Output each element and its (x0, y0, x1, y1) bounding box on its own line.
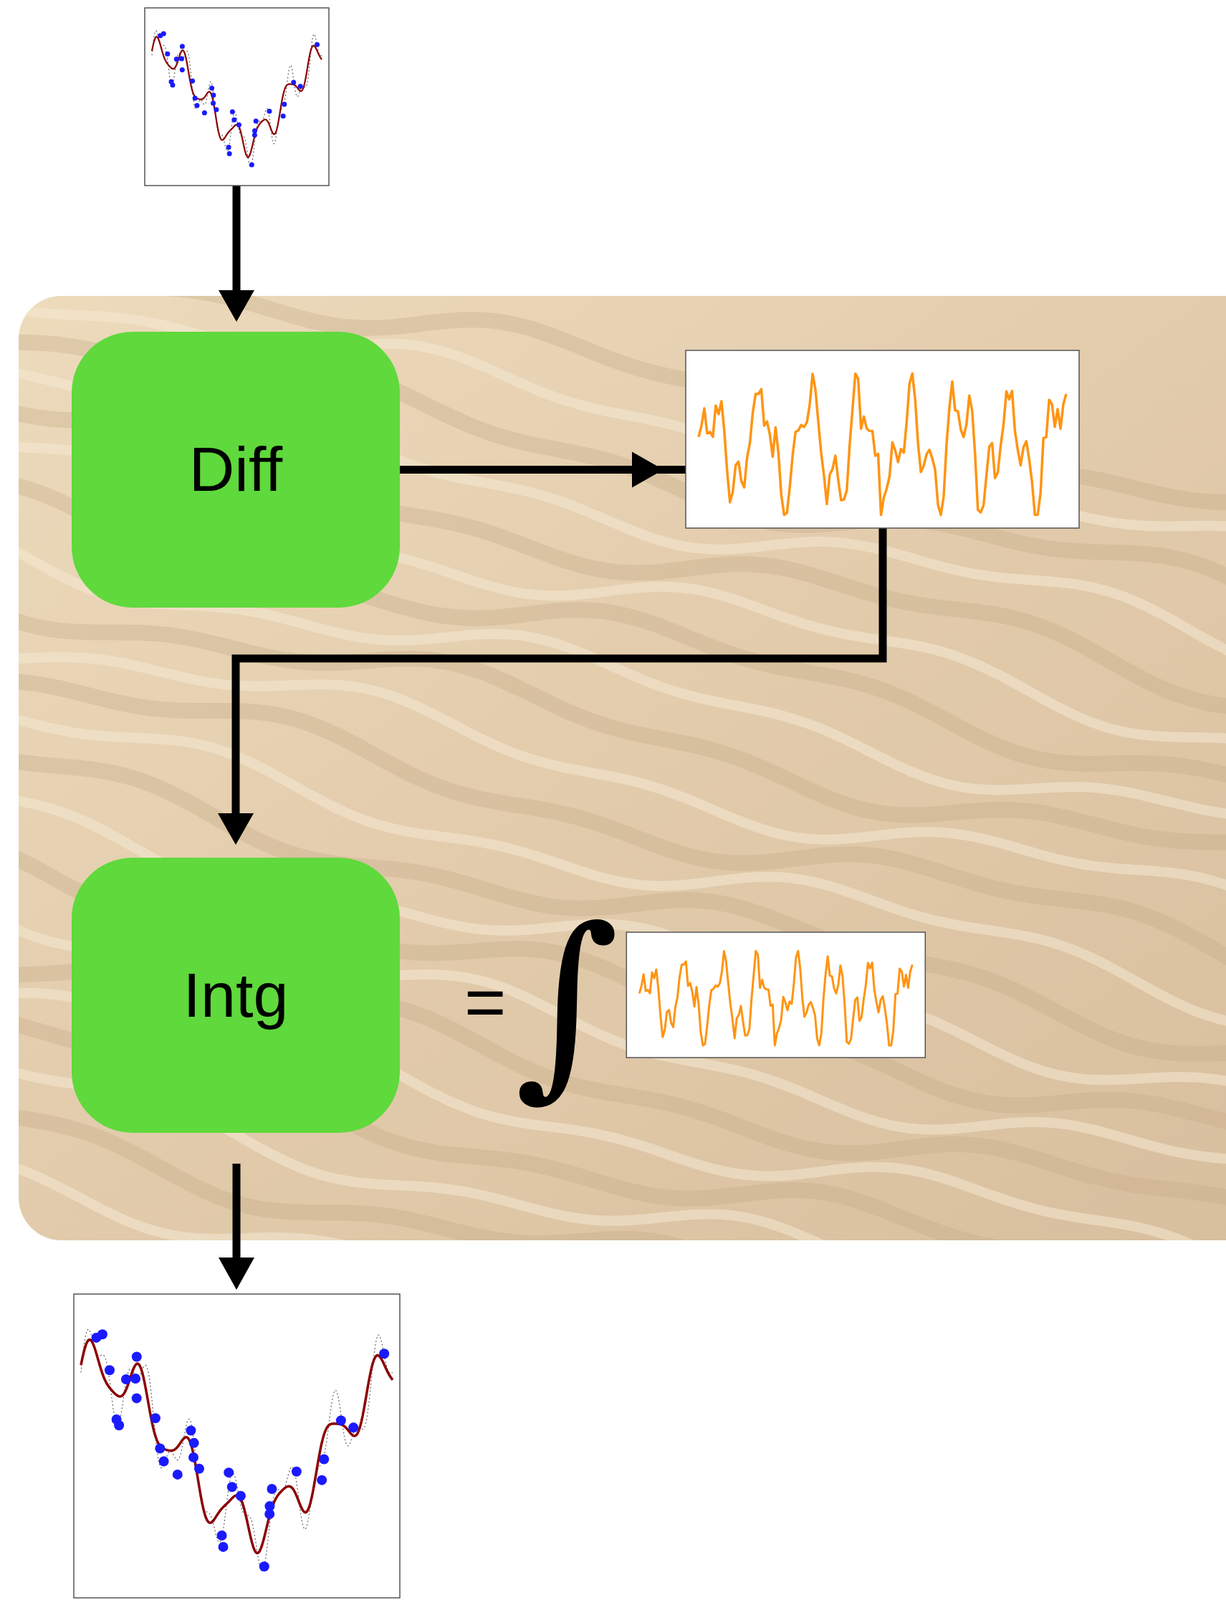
input-plot (144, 7, 329, 186)
sample-dot (291, 1466, 302, 1477)
derivative-curve (698, 373, 1067, 515)
sample-dot (194, 103, 200, 109)
sample-dot (131, 1392, 142, 1403)
true-curve (80, 1329, 393, 1572)
sample-dot (252, 132, 258, 138)
sample-dot (150, 1413, 161, 1424)
plot-frame (73, 1294, 400, 1598)
sample-dot (97, 1329, 108, 1340)
input-arrow-line (232, 185, 241, 294)
sample-dot (348, 1422, 359, 1433)
sample-dot (202, 110, 208, 116)
sample-dot (194, 1463, 205, 1474)
sample-dot (226, 144, 232, 150)
sample-dot (259, 1561, 270, 1572)
sample-dot (179, 43, 185, 49)
sample-dot (213, 106, 219, 112)
sample-dot (130, 1373, 141, 1384)
sample-dot (266, 1483, 277, 1494)
sample-dot (179, 67, 185, 73)
plot-frame (626, 932, 926, 1058)
sample-dot (159, 1456, 170, 1467)
sample-dot (336, 1415, 347, 1426)
sample-dot (298, 83, 304, 89)
integrand-plot (626, 932, 926, 1058)
sample-dot (314, 42, 320, 48)
sample-dot (131, 1351, 142, 1362)
sample-dot (172, 1469, 183, 1480)
equals-sign: = (464, 965, 506, 1038)
sand-ground (18, 295, 1226, 1241)
sample-dot (280, 113, 286, 119)
box-label: Diff (189, 434, 283, 505)
sample-dot (210, 100, 216, 106)
sample-dot (217, 1530, 228, 1541)
sample-dot (236, 122, 242, 128)
sample-dot (230, 108, 236, 114)
sample-dot (227, 1481, 238, 1492)
sample-dot (223, 1467, 234, 1478)
sample-dot (164, 51, 170, 57)
integral-sign: ∫ (514, 901, 620, 1103)
sample-dot (209, 85, 215, 91)
derivative-curve (639, 950, 913, 1046)
sand-wash (18, 295, 1226, 1241)
sample-dot (210, 92, 216, 98)
sand-texture (18, 295, 1226, 1241)
sample-dot (379, 1348, 390, 1359)
sample-dot (111, 1414, 122, 1425)
sample-dot (281, 101, 287, 107)
sample-dot (121, 1374, 132, 1385)
plot-frame (144, 7, 329, 186)
sample-dot (253, 118, 259, 124)
sample-dot (188, 1452, 199, 1463)
sample-dot (154, 1443, 165, 1454)
sample-dot (235, 1491, 246, 1502)
plot-frame (685, 350, 1080, 529)
plot-arrow-head (631, 452, 664, 488)
process-box: Intg (71, 857, 400, 1133)
derivative-plot (685, 350, 1080, 529)
sample-dot (227, 151, 233, 157)
output-plot (73, 1294, 400, 1598)
sample-dot (185, 1425, 196, 1436)
fit-curve (80, 1339, 393, 1554)
fit-curve (151, 36, 322, 157)
sample-dot (174, 56, 180, 62)
sample-dot (192, 95, 198, 101)
box-label: Intg (183, 960, 289, 1031)
sample-dot (290, 79, 296, 85)
input-arrow-head (218, 290, 255, 322)
sample-dot (189, 1438, 200, 1449)
sample-dot (169, 79, 175, 85)
sample-dot (161, 31, 167, 37)
output-arrow-head (218, 1257, 255, 1290)
sample-dot (266, 108, 272, 114)
sample-dot (252, 128, 258, 134)
sample-dot (104, 1365, 115, 1376)
sample-dot (249, 161, 255, 167)
sample-dot (316, 1475, 327, 1486)
sample-dot (179, 55, 185, 61)
sample-dot (189, 78, 195, 84)
output-arrow-line (232, 1163, 241, 1262)
sample-dot (218, 1541, 229, 1553)
true-curve (151, 30, 322, 168)
sample-dot (231, 117, 237, 123)
sample-dot (318, 1454, 329, 1465)
process-box: Diff (71, 331, 400, 608)
sample-dot (264, 1501, 275, 1512)
